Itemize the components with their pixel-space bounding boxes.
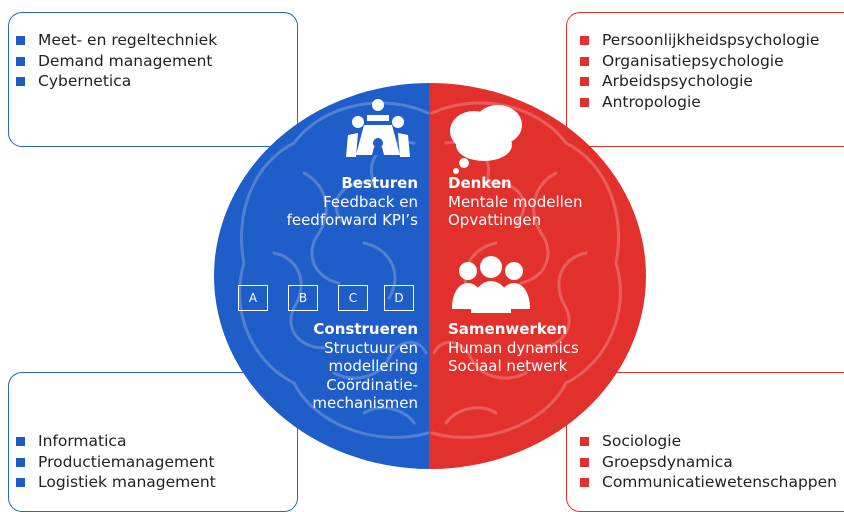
construeren-line1: Structuur en	[324, 338, 418, 357]
list-item: Demand management	[14, 51, 217, 72]
list-item: Logistiek management	[14, 472, 216, 493]
construeren-line3: Coördinatie-	[326, 375, 418, 394]
box-b: B	[288, 285, 318, 311]
denken-line2: Opvattingen	[448, 211, 542, 229]
list-item: Communicatiewetenschappen	[578, 472, 837, 493]
denken-title: Denken	[448, 174, 512, 192]
bullet-square-icon	[16, 77, 25, 87]
bullet-square-icon	[580, 77, 589, 87]
samenwerken-line2: Sociaal netwerk	[448, 357, 568, 375]
bullet-square-icon	[16, 457, 25, 467]
top-left-list: Meet- en regeltechniek Demand management…	[14, 30, 217, 92]
construeren-title: Construeren	[313, 320, 418, 338]
list-item: Meet- en regeltechniek	[14, 30, 217, 51]
construeren-line2: modellering	[328, 357, 418, 375]
bullet-square-icon	[16, 56, 25, 66]
bullet-square-icon	[580, 56, 589, 66]
meeting-icon	[346, 99, 410, 157]
list-item: Persoonlijkheidspsychologie	[578, 30, 819, 51]
construeren-line4: mechanismen	[312, 394, 418, 412]
list-item: Cybernetica	[14, 71, 217, 92]
brain-outline-icon	[238, 99, 622, 439]
samenwerken-block: Samenwerken Human dynamics Sociaal netwe…	[448, 320, 579, 376]
besturen-line1: Feedback en	[323, 192, 418, 211]
box-c: C	[338, 285, 368, 311]
construeren-block: Construeren Structuur en modellering Coö…	[214, 320, 418, 413]
bottom-left-list: Informatica Productiemanagement Logistie…	[14, 431, 216, 493]
thought-cloud-icon	[450, 105, 522, 174]
samenwerken-line1: Human dynamics	[448, 338, 579, 357]
denken-block: Denken Mentale modellen Opvattingen	[448, 174, 583, 230]
denken-line1: Mentale modellen	[448, 192, 583, 211]
bullet-square-icon	[580, 36, 589, 45]
besturen-title: Besturen	[341, 174, 418, 192]
list-item: Informatica	[14, 431, 216, 452]
bullet-square-icon	[16, 478, 25, 488]
brain-circle: Besturen Feedback en feedforward KPI’s D…	[214, 83, 646, 469]
people-group-icon	[452, 256, 530, 313]
bullet-square-icon	[16, 36, 25, 45]
top-left-box	[8, 12, 298, 147]
box-d: D	[384, 285, 414, 311]
besturen-block: Besturen Feedback en feedforward KPI’s	[214, 174, 418, 230]
bullet-square-icon	[580, 478, 589, 488]
top-right-box	[566, 12, 844, 147]
list-item: Organisatiepsychologie	[578, 51, 819, 72]
besturen-line2: feedforward KPI’s	[286, 211, 418, 229]
list-item: Productiemanagement	[14, 452, 216, 473]
box-a: A	[238, 285, 268, 311]
bullet-square-icon	[16, 437, 25, 446]
samenwerken-title: Samenwerken	[448, 320, 568, 338]
